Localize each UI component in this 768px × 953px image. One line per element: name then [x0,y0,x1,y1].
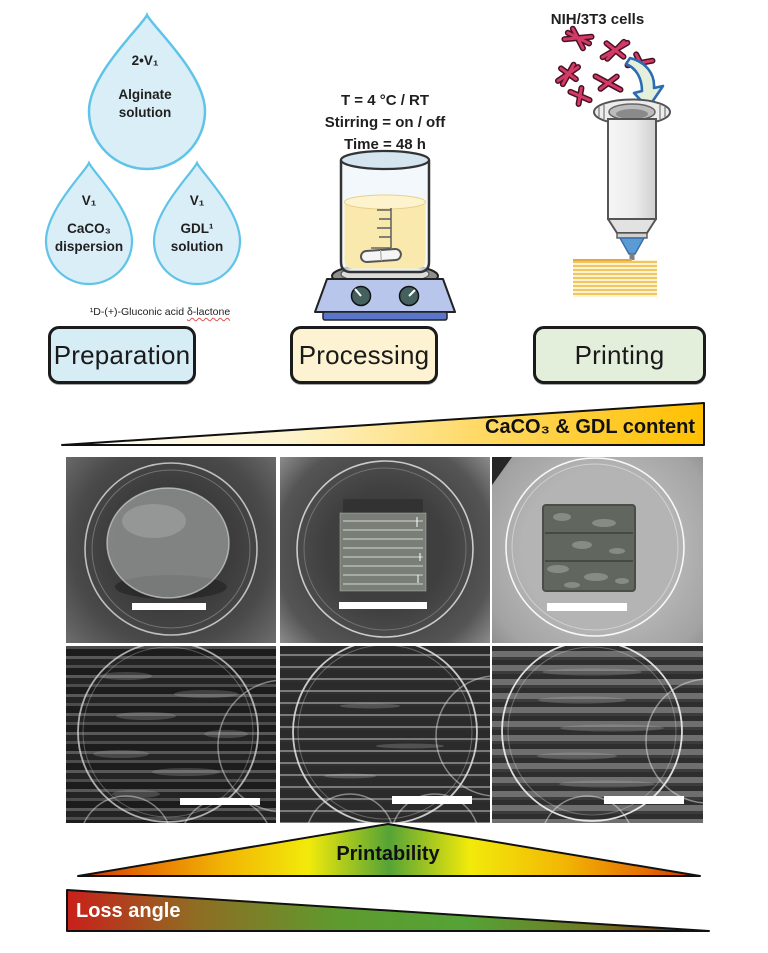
scale-bar [132,603,206,610]
petri-dish-icon [84,462,258,636]
loss-angle-gradient-wedge [66,889,710,932]
scale-bar [547,603,627,611]
left-drop-volume: V₁ [81,193,97,208]
printability-gradient-triangle [77,823,701,877]
petri-dish-icon [296,460,474,638]
right-drop-volume: V₁ [189,193,205,208]
well-plate-icon [501,646,703,823]
photo-gel-square-high-content [492,457,703,643]
cells-icon [554,25,656,107]
scale-bar [339,602,427,609]
processing-box-label: Processing [298,339,430,370]
photo-strands-merged [66,646,276,823]
scale-bar [392,796,472,804]
well-plate-icon [292,646,490,823]
condition-temperature: T = 4 °C / RT [340,92,430,109]
alginate-drop-icon [87,12,207,171]
photo-strands-rough [492,646,703,823]
gdl-footnote: ¹D-(+)-Gluconic acid δ-lactone [40,306,280,318]
beaker-stirrer-icon [314,149,456,321]
printability-label: Printability [336,843,440,865]
printing-box: Printing [533,326,706,384]
right-drop-name: GDL¹ solution [170,221,224,254]
condition-stirring: Stirring = on / off [324,113,446,131]
main-drop-volume: 2•V₁ [131,53,159,68]
caco3-drop-icon [44,160,134,286]
content-gradient-wedge [61,402,705,446]
main-drop-name: Alginate solution [118,87,172,120]
photo-gel-low-content [66,457,276,643]
photo-printed-square-mid-content [280,457,490,643]
scale-bar [180,798,260,805]
preparation-box: Preparation [48,326,196,384]
preparation-box-label: Preparation [53,339,191,370]
printed-layers-icon [573,259,657,297]
processing-box: Processing [290,326,438,384]
condition-time: Time = 48 h [344,135,426,153]
printing-box-label: Printing [574,339,665,370]
scale-bar [604,796,684,804]
syringe-printing-icon [554,25,671,297]
left-drop-name: CaCO₃ dispersion [54,221,124,254]
loss-angle-label: Loss angle [76,900,181,922]
photo-strands-defined [280,646,490,823]
well-plate-icon [77,646,276,823]
gdl-drop-icon [152,160,242,286]
footnote-prefix: ¹D-(+)-Gluconic acid [89,306,187,318]
footnote-term: δ-lactone [186,306,231,318]
processing-conditions: T = 4 °C / RT Stirring = on / off Time =… [290,90,480,155]
content-wedge-label: CaCO₃ & GDL content [485,416,695,438]
cells-label: NIH/3T3 cells [550,11,645,28]
petri-dish-icon [492,457,685,637]
